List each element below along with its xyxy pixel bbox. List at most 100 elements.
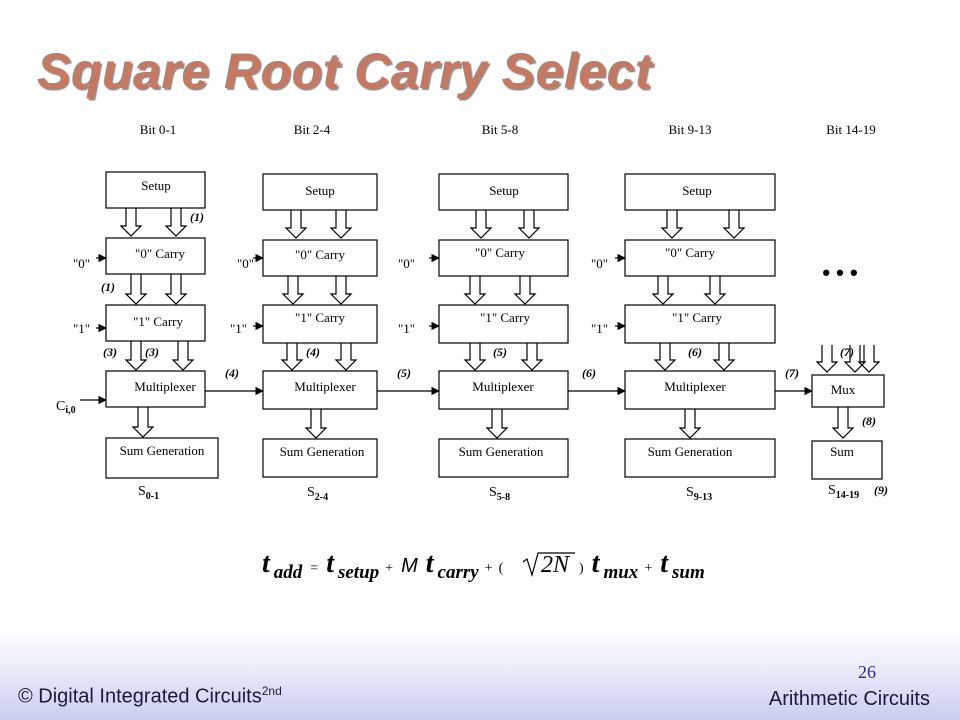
sumgen-block — [438, 438, 569, 478]
carry1-label: "1" Carry — [133, 314, 183, 329]
footer-right: Arithmetic Circuits — [768, 688, 930, 710]
bit-label: Bit 14-19 — [826, 122, 875, 137]
bit-label: Bit 9-13 — [669, 122, 712, 137]
carry-in-1-label: "1" — [398, 321, 415, 336]
sum-output-label: S5-8 — [489, 485, 510, 503]
sumgen-label: Sum Generation — [459, 444, 544, 459]
mux-block — [105, 370, 206, 408]
setup-label: Setup — [141, 178, 171, 193]
page-number: 26 — [858, 662, 876, 682]
sqrt-argument: 2N — [541, 552, 571, 578]
carry0-label: "0" Carry — [475, 245, 525, 260]
carry-in-1-label: "1" — [591, 321, 608, 336]
bit-label: Bit 2-4 — [294, 122, 331, 137]
mux-block — [262, 370, 378, 410]
sumgen-block — [262, 438, 378, 478]
footer-background — [0, 630, 960, 720]
setup-block — [262, 173, 378, 211]
sum-label: Sum — [830, 444, 854, 459]
carry1-to-mux-arrow — [124, 341, 148, 371]
sqrt-sign — [522, 552, 575, 578]
carry-in-1-label: "1" — [230, 321, 247, 336]
carry1-label: "1" Carry — [480, 310, 530, 325]
setup-block — [438, 173, 569, 211]
sumgen-label: Sum Generation — [280, 444, 365, 459]
delay-equation: t add = t setup + M t carry + ( 2N ) t m… — [262, 548, 705, 583]
carry0-block — [262, 239, 378, 277]
carry1-to-mux-arrow-b — [171, 341, 195, 371]
mux-block — [624, 370, 776, 410]
carry1-block — [105, 304, 206, 342]
stage-bit-2-4: Bit 2-4 Setup "0" Carry "1" Carry Multip… — [230, 122, 378, 503]
carry1-block — [262, 304, 378, 344]
carry-in-0-label: "0" — [398, 256, 415, 271]
sum-output-label: S14-19 — [828, 483, 859, 501]
ellipsis: • • • — [822, 260, 857, 285]
stage-bit-0-1: Bit 0-1 Setup "0" Carry "1" Carry Multip… — [56, 122, 219, 502]
sumgen-block — [624, 438, 776, 478]
footer-left: © Digital Integrated Circuits2nd — [18, 684, 282, 709]
setup-label: Setup — [305, 183, 335, 198]
step-label: (5) — [493, 345, 507, 359]
carry1-block — [624, 304, 776, 344]
carry1-label: "1" Carry — [672, 310, 722, 325]
carry1-label: "1" Carry — [295, 310, 345, 325]
mux-label: Multiplexer — [664, 379, 726, 394]
sum-output-label: S0-1 — [138, 484, 159, 502]
setup-block — [105, 171, 206, 209]
mux-label: Multiplexer — [472, 379, 534, 394]
slide-title: Square Root Carry Select — [37, 43, 652, 99]
footer-left-text: © Digital Integrated Circuits — [18, 685, 262, 708]
sum-block — [811, 440, 883, 480]
carry0-label: "0" Carry — [295, 247, 345, 262]
sumgen-block — [105, 437, 219, 479]
step-label: (9) — [874, 483, 888, 497]
stage-bit-14-19: Bit 14-19 • • • Mux Sum S14-19 (7) (8) (… — [811, 122, 888, 501]
carry0-block — [624, 239, 776, 277]
sum-output-label: S9-13 — [686, 485, 712, 503]
setup-label: Setup — [682, 183, 712, 198]
step-label: (5) — [397, 366, 411, 380]
carry0-label: "0" Carry — [665, 245, 715, 260]
step-label: (7) — [785, 366, 799, 380]
equation: t add = t setup + M t carry + ( — [262, 548, 504, 583]
sum-output-label: S2-4 — [307, 485, 328, 503]
carry-in-0-label: "0" — [591, 256, 608, 271]
mux-block — [811, 374, 885, 408]
bit-label: Bit 5-8 — [482, 122, 518, 137]
step-label: (6) — [688, 345, 702, 359]
mux-label: Multiplexer — [134, 379, 196, 394]
setup-to-carry0-arrow-b — [164, 208, 188, 237]
carry-in-0-label: "0" — [73, 256, 90, 271]
setup-block — [624, 173, 776, 211]
sumgen-label: Sum Generation — [120, 443, 205, 458]
carry0-to-carry1-arrow — [124, 274, 148, 305]
carry-in-0-label: "0" — [237, 256, 254, 271]
step-label: (8) — [862, 414, 876, 428]
stage-bit-5-8: Bit 5-8 Setup "0" Carry "1" Carry Multip… — [398, 122, 569, 503]
step-label: (7) — [840, 345, 854, 359]
step-label: (4) — [306, 345, 320, 359]
carry0-to-carry1-arrow-b — [164, 274, 188, 305]
bit-label: Bit 0-1 — [140, 122, 176, 137]
equation-tail: ) t mux + t sum — [579, 548, 705, 583]
step-label: (6) — [582, 366, 596, 380]
step-label: (1) — [101, 280, 115, 294]
step-label: (3) — [103, 345, 117, 359]
mux-label: Mux — [831, 382, 856, 397]
footer-left-sup: 2nd — [261, 684, 282, 698]
carry-in-ci0-label: Ci,0 — [56, 399, 76, 416]
carry0-block — [438, 239, 569, 277]
carry-in-1-label: "1" — [73, 321, 90, 336]
mux-label: Multiplexer — [294, 379, 356, 394]
mux-to-sum-arrow — [131, 407, 155, 438]
step-label: (1) — [190, 210, 204, 224]
mux-block — [438, 370, 569, 410]
sumgen-label: Sum Generation — [648, 444, 733, 459]
stage-bit-9-13: Bit 9-13 Setup "0" Carry "1" Carry Multi… — [591, 122, 776, 503]
step-label: (3) — [145, 345, 159, 359]
setup-to-carry0-arrow — [119, 208, 143, 237]
setup-label: Setup — [489, 183, 519, 198]
